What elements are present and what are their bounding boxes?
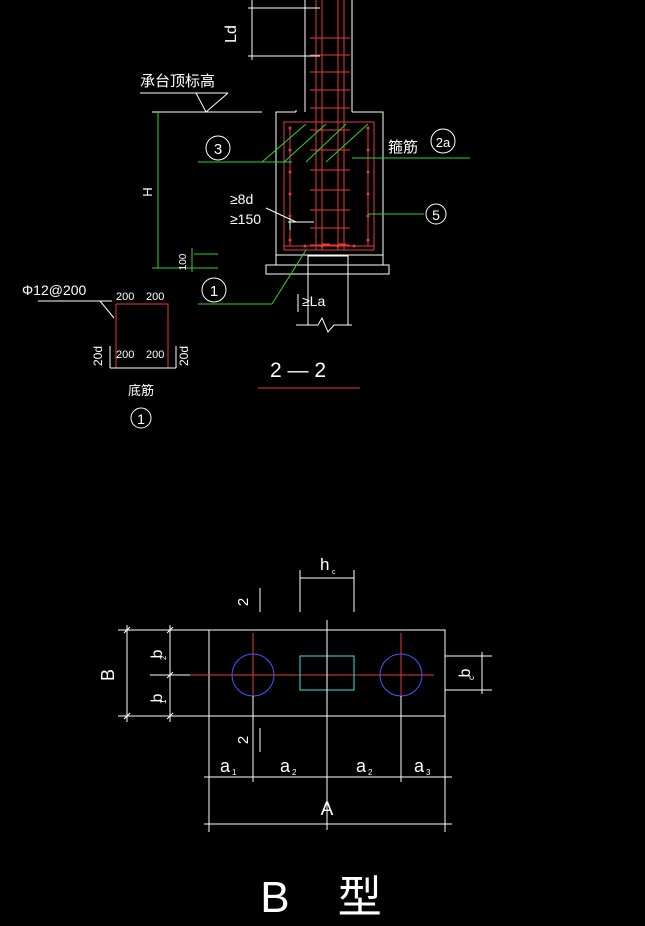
min-la-label: ≥La [302,293,325,309]
svg-text:c: c [467,676,476,680]
svg-text:2a: 2a [436,135,451,150]
marker-2a [430,128,456,154]
column-ties [310,37,350,246]
top-dim-2: 200 [146,291,164,303]
rebar-detail-1: Φ12@200 200 200 200 200 20d 20d 底筋 1 [22,282,191,429]
svg-text:3: 3 [214,141,222,158]
elevation-mark [195,92,229,113]
bottom-dim-2: 200 [146,349,164,361]
a3-label: a [414,756,425,776]
a2b-label: a [356,756,367,776]
section-mark-top: 2 [235,598,252,606]
svg-text:1: 1 [137,411,145,427]
svg-text:1: 1 [159,699,168,704]
rebar-spec: Φ12@200 [22,282,87,298]
plan-title: B 型 [260,873,400,922]
hc-label: h [320,555,329,574]
plan-b-type: h c 2 2 B b 2 b 1 [98,555,492,922]
svg-text:2: 2 [368,768,373,777]
h-label: H [140,187,155,196]
section-mark-bottom: 2 [235,736,252,744]
top-dim-1: 200 [116,291,134,303]
cap-rebar-cage [283,121,375,251]
marker-1 [201,277,227,303]
side-left-label: 20d [91,346,105,366]
B-label: B [98,669,118,681]
cap-top-elevation-label: 承台顶标高 [140,73,215,90]
A-label: A [321,799,334,820]
marker-5 [425,203,447,225]
b1-label: b [149,693,166,702]
detail-marker [130,407,152,429]
rebar-dots [288,126,370,248]
svg-text:1: 1 [210,283,218,300]
a1-label: a [220,756,231,776]
bc-label: b [457,668,474,677]
break-line [296,316,352,333]
svg-text:1: 1 [232,768,237,777]
bottom-dim-1: 200 [116,349,134,361]
pile-cap-outline [275,111,384,256]
svg-text:5: 5 [432,207,440,223]
section-2-2: Ld 承台顶标高 [140,0,470,389]
dim-100-label: 100 [178,253,189,270]
a2-label: a [280,756,291,776]
b2-label: b [149,649,166,658]
side-right-label: 20d [177,346,191,366]
svg-text:2: 2 [292,768,297,777]
ld-label: Ld [223,25,240,43]
min-8d-label: ≥8d [230,191,253,207]
svg-text:c: c [332,569,336,576]
stirrup-label: 箍筋 [388,139,418,156]
svg-text:2: 2 [159,655,168,660]
cushion-layer [265,264,390,275]
marker-3 [205,135,231,161]
hatch-lines [261,123,369,163]
min-150-label: ≥150 [230,211,261,227]
svg-text:3: 3 [426,768,431,777]
detail-caption: 底筋 [128,383,154,398]
section-title: 2 — 2 [270,359,326,382]
